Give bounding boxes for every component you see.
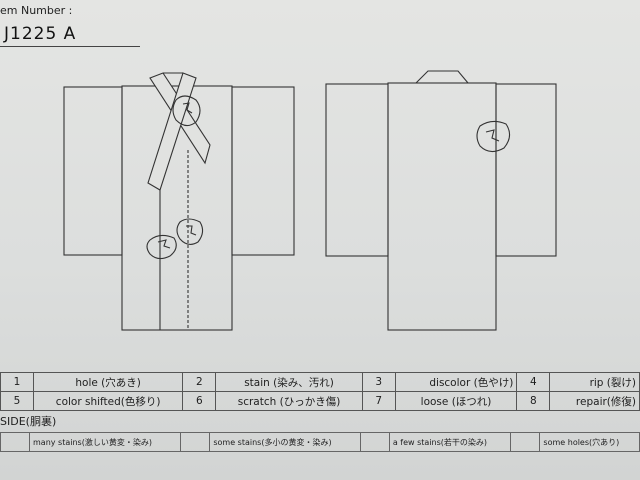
- defect-mark-front-2: [176, 218, 204, 245]
- front-view: [63, 72, 295, 331]
- item-number-underline: [0, 46, 140, 47]
- legend-label: rip (裂け): [549, 372, 640, 392]
- option-few-stains: a few stains(若干の染み): [388, 432, 512, 452]
- defect-mark-front-3-glyph: [157, 239, 171, 249]
- legend-label: color shifted(色移り): [32, 391, 184, 411]
- side-lining-title: SIDE(胴裏): [0, 415, 57, 428]
- legend-num: 7: [361, 391, 396, 411]
- checkbox-few-stains[interactable]: [359, 432, 390, 452]
- option-some-holes: some holes(穴あり): [539, 432, 640, 452]
- defect-mark-front-1: [172, 95, 201, 127]
- legend-label: stain (染み、汚れ): [215, 372, 363, 392]
- defect-legend-table: 1 hole (穴あき) 2 stain (染み、汚れ) 3 discolor …: [0, 372, 640, 411]
- side-lining-options: many stains(激しい黄変・染み) some stains(多小の黄変・…: [0, 432, 640, 452]
- defect-mark-back-1: [476, 120, 511, 153]
- legend-num: 1: [0, 372, 34, 392]
- legend-num: 2: [182, 372, 217, 392]
- defect-mark-front-2-glyph: [186, 225, 197, 236]
- legend-num: 3: [361, 372, 396, 392]
- front-left-sleeve: [63, 86, 123, 256]
- back-body: [387, 82, 497, 331]
- checkbox-many-stains[interactable]: [0, 432, 30, 452]
- legend-label: scratch (ひっかき傷): [215, 391, 363, 411]
- legend-row: 1 hole (穴あき) 2 stain (染み、汚れ) 3 discolor …: [0, 372, 640, 392]
- checkbox-some-stains[interactable]: [180, 432, 211, 452]
- legend-label: repair(修復): [549, 391, 640, 411]
- legend-num: 8: [516, 391, 551, 411]
- option-some-stains: some stains(多小の黄変・染み): [209, 432, 361, 452]
- defect-mark-front-1-glyph: [182, 102, 193, 114]
- legend-num: 4: [516, 372, 551, 392]
- legend-label: hole (穴あき): [32, 372, 184, 392]
- back-right-sleeve: [495, 83, 557, 257]
- checkbox-some-holes[interactable]: [510, 432, 541, 452]
- side-options-row: many stains(激しい黄変・染み) some stains(多小の黄変・…: [0, 432, 640, 452]
- collar-left-band: [147, 72, 197, 191]
- item-number-label: em Number :: [0, 4, 73, 17]
- back-collar: [414, 70, 470, 84]
- front-right-sleeve: [231, 86, 295, 256]
- front-body: [121, 85, 233, 331]
- back-left-sleeve: [325, 83, 389, 257]
- back-view: [325, 70, 557, 331]
- defect-mark-front-3: [146, 234, 177, 260]
- legend-label: discolor (色やけ): [394, 372, 518, 392]
- kimono-diagram: [63, 70, 557, 331]
- legend-label: loose (ほつれ): [394, 391, 518, 411]
- legend-row: 5 color shifted(色移り) 6 scratch (ひっかき傷) 7…: [0, 391, 640, 411]
- item-number-value: J1225 A: [4, 24, 77, 44]
- legend-num: 6: [182, 391, 217, 411]
- legend-num: 5: [0, 391, 34, 411]
- defect-mark-back-1-glyph: [485, 129, 500, 142]
- option-many-stains: many stains(激しい黄変・染み): [28, 432, 182, 452]
